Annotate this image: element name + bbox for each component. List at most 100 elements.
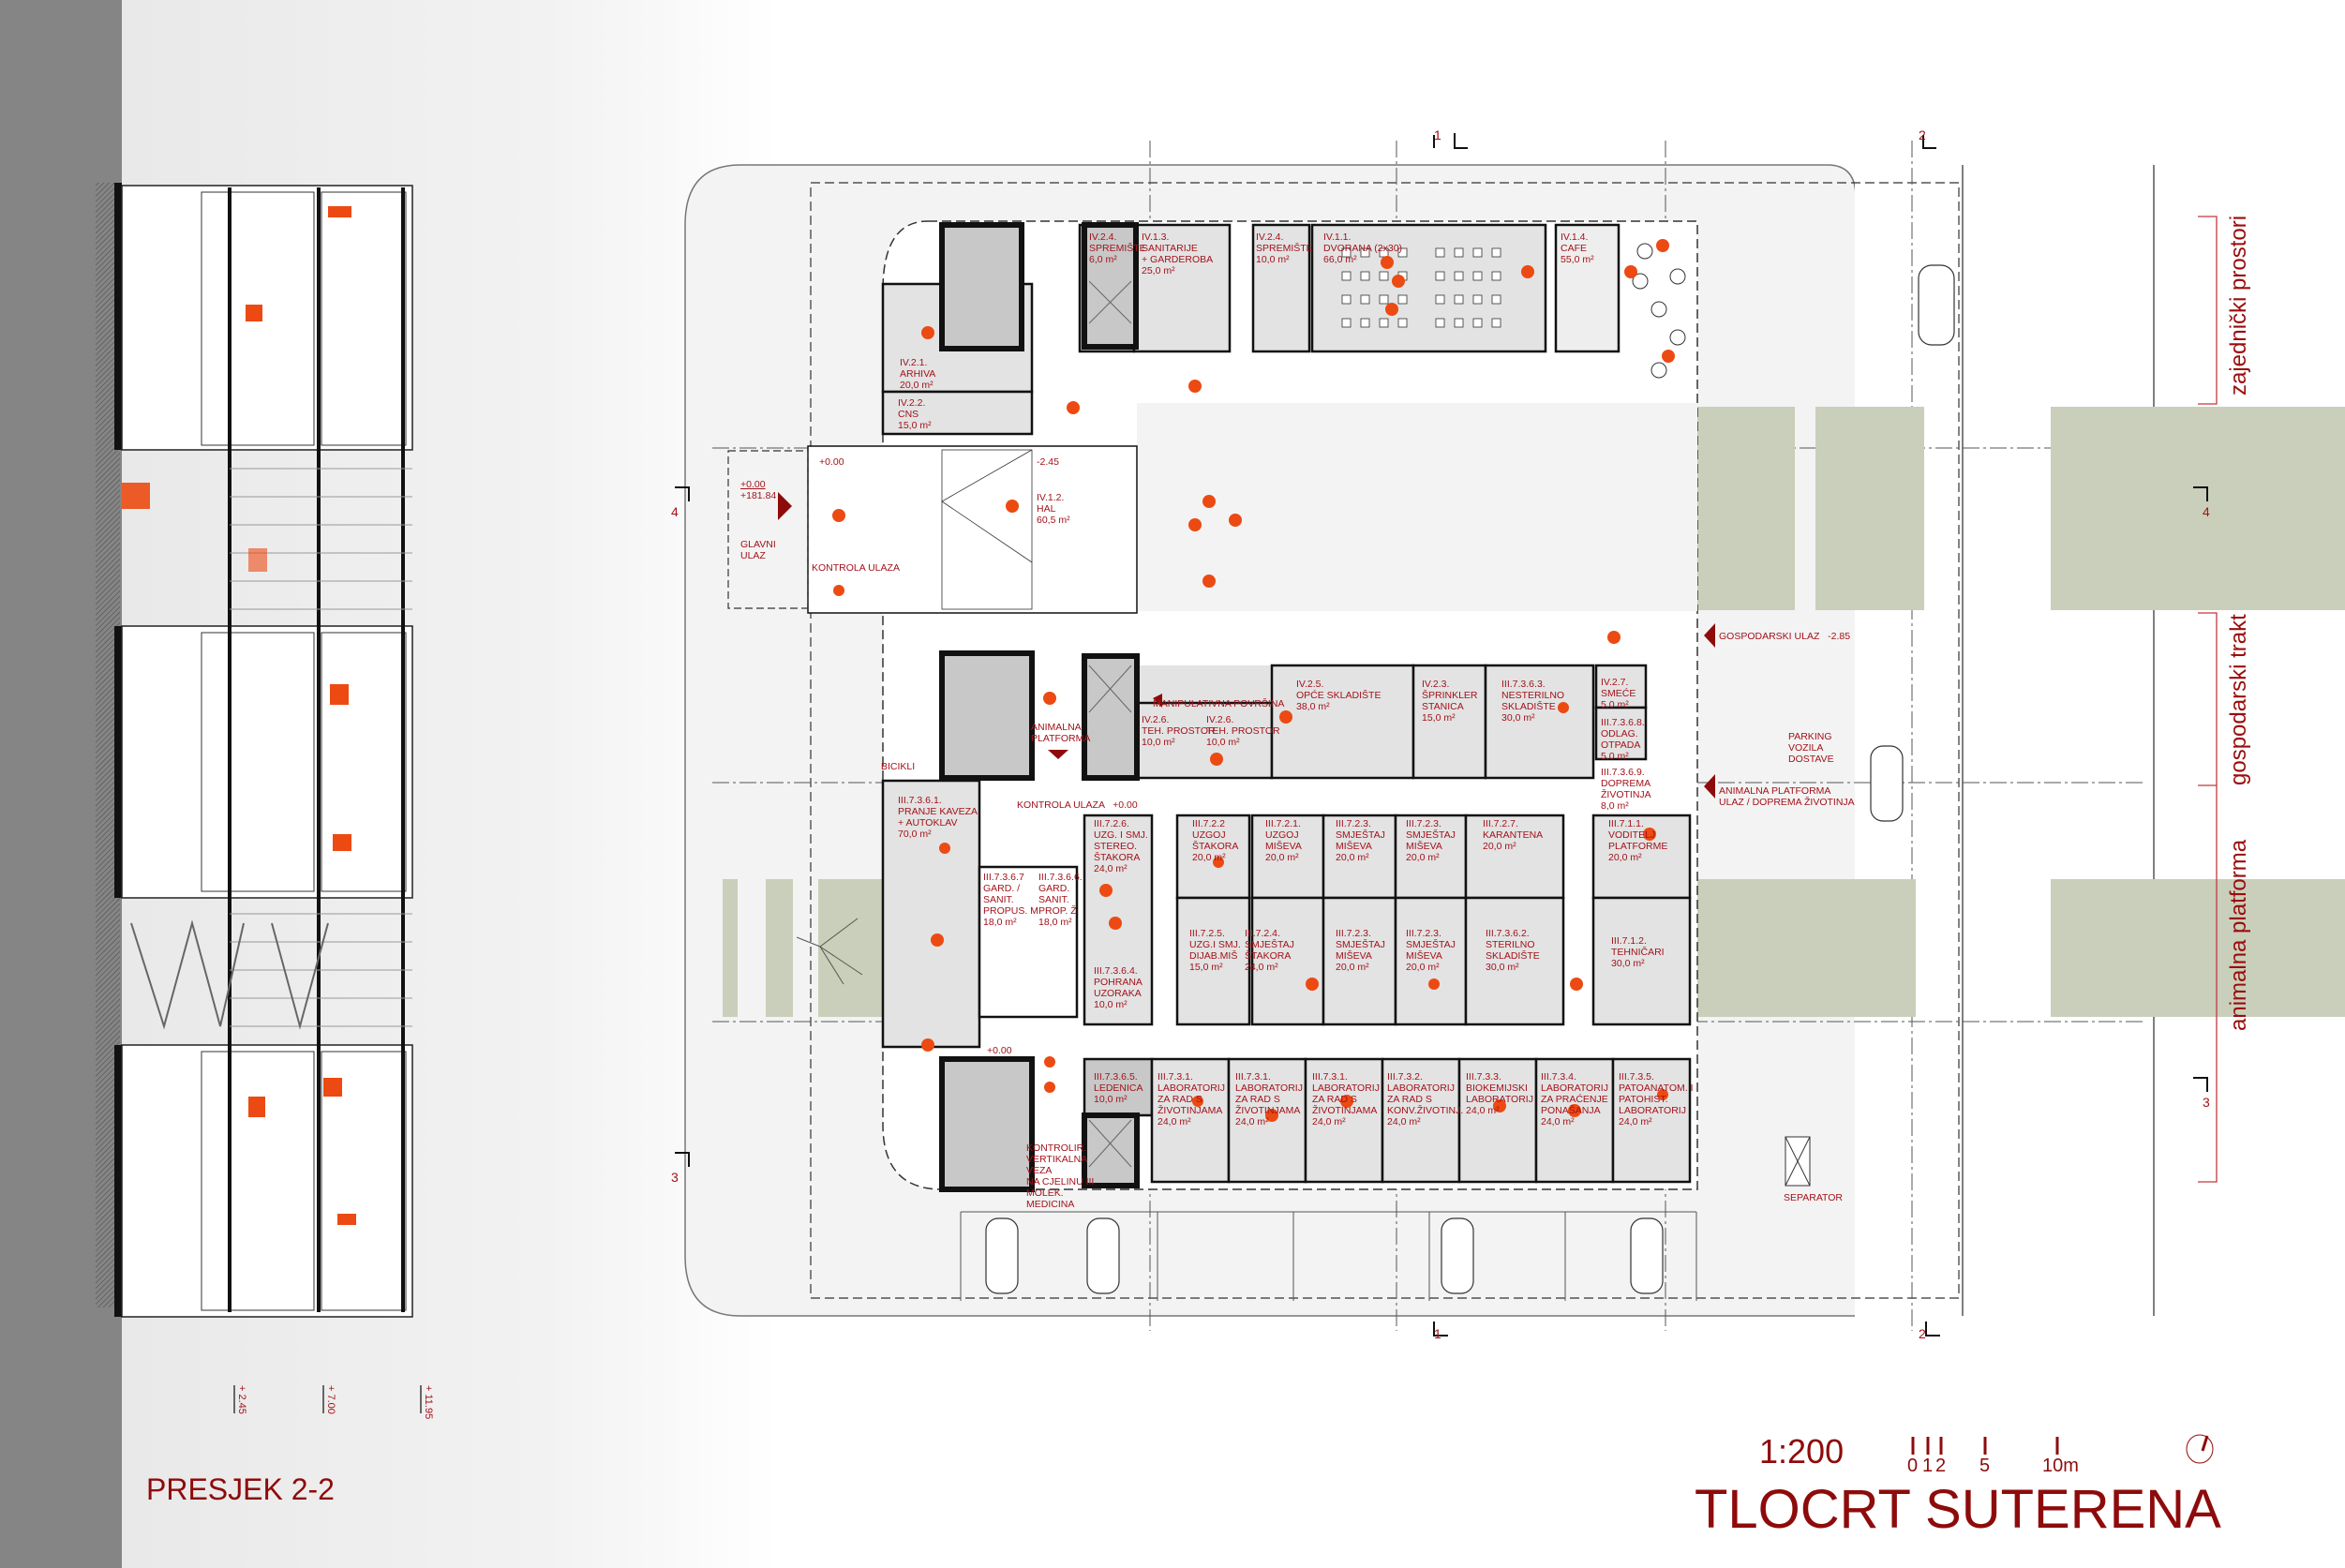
- room-name: MIŠEVA: [1406, 841, 1442, 852]
- room-area: 10,0 m²: [1206, 737, 1240, 748]
- room-code: IV.2.1.: [900, 357, 928, 368]
- building-plan: [727, 220, 1698, 1192]
- room-name: SMJEŠTAJ: [1336, 829, 1385, 841]
- room-name: MIŠEVA: [1265, 841, 1302, 852]
- room-code: III.7.3.6.9.: [1601, 767, 1645, 778]
- cafe-tables: [1632, 243, 1686, 379]
- handling-area-label: MANIPULATIVNA POVRŠINA: [1153, 698, 1285, 709]
- room-name: LABORATORIJ: [1158, 1083, 1225, 1094]
- room-code: IV.2.3.: [1422, 679, 1450, 690]
- room-name: VODITELJ: [1608, 829, 1656, 841]
- room-name: LABORATORIJ: [1235, 1083, 1303, 1094]
- room-code: III.7.2.7.: [1483, 818, 1518, 829]
- room-area: 24,0 m²: [1619, 1116, 1652, 1127]
- room-area: 20,0 m²: [1608, 852, 1642, 863]
- section-marker: 1: [1434, 1326, 1441, 1341]
- section-marker: 3: [2203, 1095, 2210, 1110]
- room-name: LABORATORIJ: [1619, 1105, 1686, 1116]
- auditorium-seats: [1341, 247, 1501, 328]
- scale-bar: [1911, 1437, 2059, 1455]
- room-name: HAL: [1037, 503, 1056, 515]
- room-name: STANICA: [1422, 701, 1464, 712]
- room-code: III.7.2.5.: [1189, 928, 1225, 939]
- room-name: LABORATORIJ: [1466, 1094, 1533, 1105]
- room-area: 20,0 m²: [1265, 852, 1299, 863]
- room-area: 15,0 m²: [1422, 712, 1456, 724]
- room-area: 38,0 m²: [1296, 701, 1330, 712]
- room-area: 70,0 m²: [898, 829, 932, 840]
- room-name: BIOKEMIJSKI: [1466, 1083, 1528, 1094]
- room-code: IV.1.4.: [1561, 231, 1589, 243]
- room-code: III.7.3.6.4.: [1094, 965, 1138, 977]
- room-name: TEH. PROSTOR: [1206, 725, 1280, 737]
- room-name: ODLAG.: [1601, 728, 1638, 739]
- room-area: 30,0 m²: [1611, 958, 1645, 969]
- level-mark: + 11.95: [423, 1385, 434, 1420]
- room-name: OPĆE SKLADIŠTE: [1296, 690, 1382, 701]
- room-name: UZORAKA: [1094, 988, 1142, 999]
- room-name: ZA RAD S: [1387, 1094, 1432, 1105]
- room-name: KONV.ŽIVOTINJ.: [1387, 1105, 1464, 1116]
- room-name: GARD. /: [983, 883, 1021, 894]
- room-code: IV.2.7.: [1601, 677, 1629, 688]
- room-name: TEHNIČARI: [1611, 947, 1665, 958]
- room-area: 10,0 m²: [1142, 737, 1175, 748]
- room-name: ŠTAKORA: [1245, 950, 1292, 962]
- scale-tick-2: 2: [1935, 1456, 1947, 1476]
- room-area: 20,0 m²: [1192, 852, 1226, 863]
- room-area: 66,0 m²: [1323, 254, 1357, 265]
- tree-icon: [796, 918, 863, 985]
- section-2-2-drawing: [0, 0, 778, 1568]
- room-code: III.7.3.6.8.: [1601, 717, 1645, 728]
- room-area: 20,0 m²: [900, 380, 934, 391]
- room-area: 15,0 m²: [1189, 962, 1223, 973]
- room-area: 24,0 m²: [1094, 863, 1128, 874]
- room-area: 25,0 m²: [1142, 265, 1175, 276]
- room-area: 10,0 m²: [1256, 254, 1290, 265]
- room-code: IV.2.4.: [1256, 231, 1284, 243]
- room-code: III.7.2.2: [1192, 818, 1226, 829]
- zone-label-common: zajednički prostori: [2226, 215, 2251, 396]
- room-name: DVORANA (2x30): [1323, 243, 1403, 254]
- section-people: [122, 206, 356, 1225]
- zone-label-animal: animalna platforma: [2226, 839, 2251, 1031]
- room-name: CAFE: [1561, 243, 1588, 254]
- room-code: IV.2.6.: [1206, 714, 1234, 725]
- room-name: ŽIVOTINJAMA: [1158, 1105, 1223, 1116]
- room-code: III.7.3.1.: [1312, 1071, 1348, 1083]
- room-name: SMJEŠTAJ: [1245, 939, 1294, 950]
- level-label: +0.00: [987, 1045, 1012, 1056]
- room-area: 24,0 m²: [1387, 1116, 1421, 1127]
- room-name: PATOANATOM. I: [1619, 1083, 1694, 1094]
- room-area: 24,0 m²: [1466, 1105, 1500, 1116]
- room-area: 20,0 m²: [1406, 962, 1440, 973]
- room-area: 18,0 m²: [983, 917, 1017, 928]
- scale-tick-5: 5: [1979, 1456, 1991, 1476]
- room-name: ŽIVOTINJA: [1601, 789, 1651, 800]
- room-area: 10,0 m²: [1094, 999, 1128, 1010]
- room-name: + AUTOKLAV: [898, 817, 958, 829]
- room-area: 55,0 m²: [1561, 254, 1594, 265]
- room-area: 20,0 m²: [1336, 852, 1369, 863]
- separator-icon: [1785, 1136, 1811, 1187]
- room-name: KARANTENA: [1483, 829, 1544, 841]
- zone-brackets: [2198, 216, 2218, 1183]
- room-name: ZA RAD S: [1158, 1094, 1202, 1105]
